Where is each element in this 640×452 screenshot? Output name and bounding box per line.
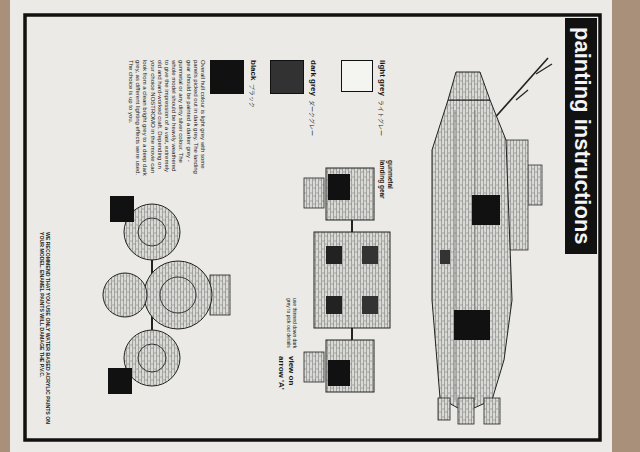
ship-front-view	[362, 296, 378, 314]
ship-side-view	[454, 310, 490, 340]
ship-front-view	[328, 174, 350, 200]
ship-front-view	[304, 178, 324, 208]
ship-front-view	[351, 220, 353, 232]
legend-text: dark grey	[309, 60, 318, 96]
ship-underside-view	[160, 277, 196, 313]
ship-underside-view	[103, 196, 230, 394]
label: use thinned down dark grey to pick out d…	[286, 298, 298, 350]
ship-side-view	[455, 110, 456, 400]
ship-side-view	[536, 64, 552, 74]
ship-front-view	[326, 340, 374, 392]
ship-underside-view	[138, 218, 166, 246]
ship-side-view	[472, 195, 500, 225]
ship-side-view	[438, 398, 450, 420]
ship-underside-view	[138, 344, 166, 372]
legend-item: dark grey	[309, 60, 318, 96]
label: ライトグレー	[377, 100, 384, 136]
ship-underside-view	[210, 275, 230, 315]
ship-side-view	[440, 250, 450, 264]
color-swatch	[210, 60, 244, 94]
ship-side-view	[432, 100, 512, 412]
ship-front-view	[351, 328, 353, 340]
label: view on arrow 'A'	[277, 356, 296, 398]
ship-side-view	[516, 90, 528, 100]
paper	[10, 0, 612, 452]
ship-side-view	[432, 58, 552, 424]
title-band: painting instructions	[565, 18, 597, 254]
note-text: gunmetal landing gear	[378, 160, 394, 206]
japanese-color-name: ライトグレー	[377, 100, 384, 136]
ship-front-view	[304, 168, 390, 392]
ship-side-view	[526, 165, 542, 205]
label: gunmetal landing gear	[378, 160, 394, 206]
ship-side-view	[484, 398, 500, 424]
label: WE RECOMMEND THAT YOU USE ONLY WATER BAS…	[39, 232, 51, 438]
ship-front-view	[304, 352, 324, 382]
color-swatch	[341, 60, 373, 92]
label: ダークグレー	[308, 100, 315, 136]
legend-item: black	[249, 60, 258, 80]
note-text: view on arrow 'A'	[277, 356, 296, 398]
label: ブラック	[248, 84, 255, 108]
ship-front-view	[326, 296, 342, 314]
ship-front-view	[326, 246, 342, 264]
label: Overall hull colour is light grey with s…	[127, 60, 206, 176]
legend-text: black	[249, 60, 258, 80]
legend-text: light grey	[378, 60, 387, 96]
ship-underside-view	[103, 273, 147, 317]
ship-side-view	[448, 72, 490, 100]
ship-front-view	[362, 246, 378, 264]
ship-side-view	[475, 110, 476, 400]
ship-underside-view	[124, 330, 180, 386]
ship-front-view	[314, 232, 390, 328]
legend-item: light grey	[378, 60, 387, 96]
ship-underside-view	[110, 196, 134, 222]
ship-front-view	[326, 168, 374, 220]
japanese-color-name: ブラック	[248, 84, 255, 108]
title-text: painting instructions	[569, 27, 595, 245]
ship-underside-view	[108, 368, 132, 394]
color-swatch	[270, 60, 304, 94]
note-text: use thinned down dark grey to pick out d…	[286, 298, 298, 350]
ship-side-view	[458, 398, 474, 424]
note-text: WE RECOMMEND THAT YOU USE ONLY WATER BAS…	[39, 232, 51, 438]
note-text: Overall hull colour is light grey with s…	[127, 60, 206, 176]
ship-underside-view	[144, 261, 212, 329]
japanese-color-name: ダークグレー	[308, 100, 315, 136]
ship-front-view	[328, 360, 350, 386]
sheet-border	[25, 15, 600, 440]
